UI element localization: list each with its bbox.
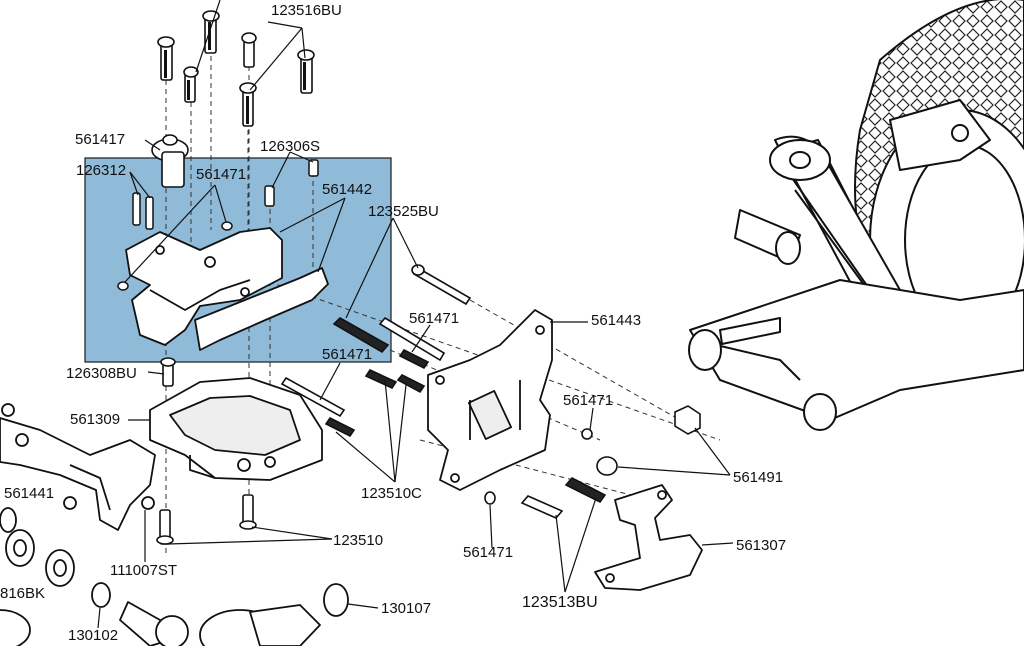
label-561442: 561442 <box>322 181 373 198</box>
label-561471-c: 561471 <box>322 346 373 363</box>
screw-shading <box>164 22 306 124</box>
housing-561309 <box>149 377 323 481</box>
label-111007ST: 111007ST <box>110 562 177 579</box>
label-816BK: 816BK <box>0 585 46 602</box>
label-123525BU: 123525BU <box>368 203 439 220</box>
label-123510: 123510 <box>333 532 384 549</box>
label-561441: 561441 <box>4 485 55 502</box>
label-126308BU: 126308BU <box>66 365 137 382</box>
plate-561443 <box>427 309 553 491</box>
label-123516BU: 123516BU <box>271 2 342 19</box>
label-561471-b: 561471 <box>409 310 460 327</box>
label-123510C: 123510C <box>361 485 422 502</box>
post-561417 <box>151 134 189 188</box>
bracket-561307 <box>594 484 703 591</box>
long-screws <box>280 264 472 438</box>
label-561471-a: 561471 <box>196 166 247 183</box>
label-126312: 126312 <box>76 162 127 179</box>
bearings <box>0 496 155 608</box>
label-561309: 561309 <box>70 411 121 428</box>
differential-parts <box>0 583 349 651</box>
label-561471-e: 561471 <box>463 544 514 561</box>
label-130107: 130107 <box>381 600 432 617</box>
set-screws <box>117 159 319 291</box>
label-126306S: 126306S <box>260 138 321 155</box>
label-561417: 561417 <box>75 131 126 148</box>
wheel-and-shock <box>688 0 1024 431</box>
label-561471-d: 561471 <box>563 392 614 409</box>
label-561491: 561491 <box>733 469 784 486</box>
arm-561441 <box>0 403 156 531</box>
label-130102: 130102 <box>68 627 119 644</box>
label-561443: 561443 <box>591 312 642 329</box>
label-123513BU: 123513BU <box>522 594 598 611</box>
leader-lines <box>97 0 734 629</box>
label-561307: 561307 <box>736 537 787 554</box>
bracket-561442 <box>125 227 329 351</box>
